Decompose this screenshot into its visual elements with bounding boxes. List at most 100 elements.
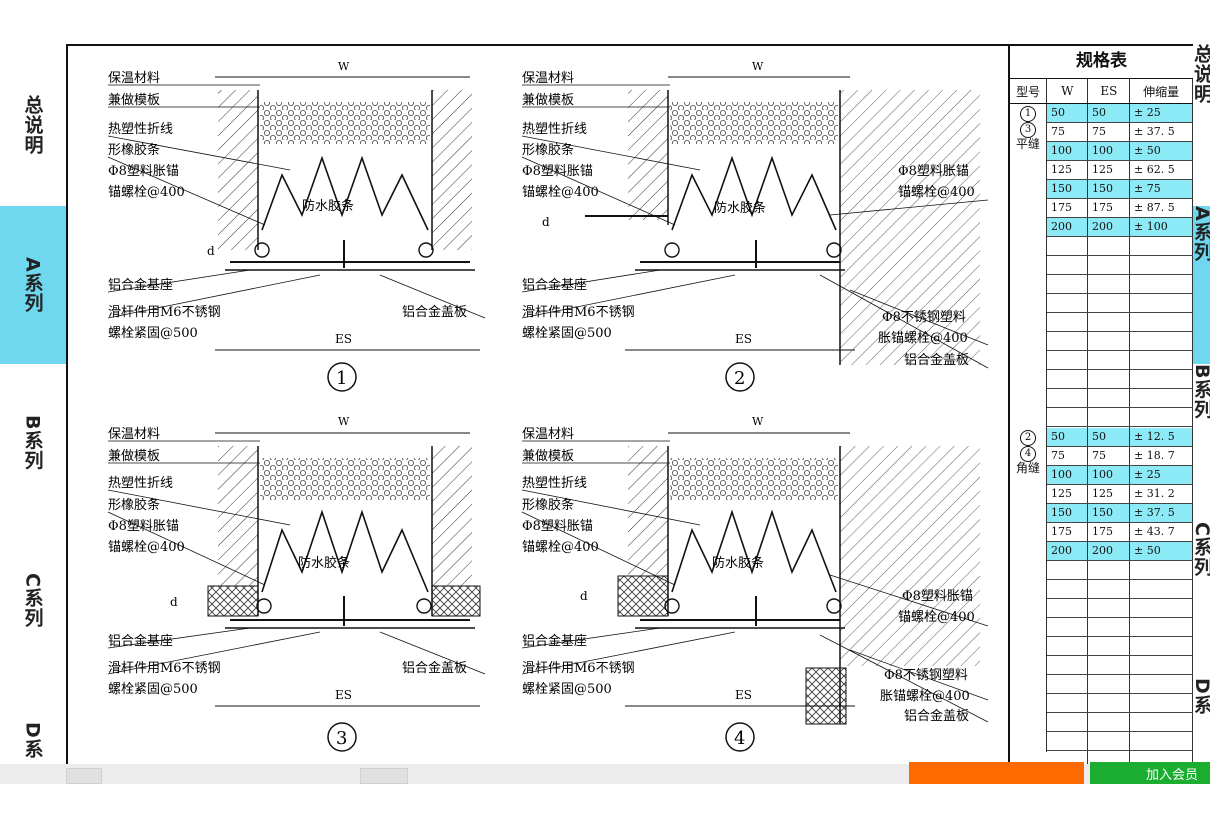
- dim-w: W: [752, 415, 764, 428]
- tab-a-series[interactable]: A系列: [0, 206, 66, 364]
- table-cell: [1088, 389, 1130, 407]
- label-cover: 铝合金盖板: [904, 352, 969, 368]
- table-cell: ± 18. 7: [1130, 447, 1193, 465]
- spec-group-number: 4: [1020, 446, 1036, 462]
- table-cell: 200: [1047, 218, 1088, 236]
- label-ss-anchor-2: 胀锚螺栓@400: [880, 689, 970, 704]
- table-cell: [1088, 275, 1130, 293]
- label-anchor-bolt: 锚螺栓@400: [522, 540, 599, 555]
- label-slider-1: 滑杆件用M6不锈钢: [522, 661, 635, 676]
- dim-w: W: [338, 60, 350, 73]
- label-cover: 铝合金盖板: [402, 660, 467, 676]
- table-cell: [1047, 599, 1088, 617]
- spec-divider: [1046, 428, 1047, 752]
- tab-c-series[interactable]: C系列: [21, 572, 44, 628]
- detail-drawings: W ES d 保温材料 兼做模板 热塑性折线 形橡胶条 Φ8塑料胀锚 锚螺栓@4…: [107, 60, 989, 752]
- table-cell: [1130, 389, 1193, 407]
- table-cell: [1130, 580, 1193, 598]
- table-cell: ± 62. 5: [1130, 161, 1193, 179]
- table-cell: 175: [1088, 199, 1130, 217]
- footer-control[interactable]: [66, 768, 102, 784]
- table-cell: 175: [1088, 523, 1130, 541]
- label-insulation: 保温材料: [522, 427, 574, 442]
- label-anchor-bolt-right: 锚螺栓@400: [898, 185, 975, 200]
- table-cell: [1088, 732, 1130, 750]
- label-ss-anchor-2: 胀锚螺栓@400: [878, 331, 968, 346]
- download-button[interactable]: [909, 762, 1084, 784]
- table-row-empty: [1047, 675, 1193, 694]
- right-section-tabs: 总说明 A系列 B系列 C系列 D系: [1193, 44, 1210, 784]
- table-cell: [1088, 637, 1130, 655]
- dim-d: d: [207, 244, 215, 258]
- drawing-sheet: [66, 44, 1193, 784]
- label-waterproof: 防水胶条: [712, 555, 764, 571]
- table-row-empty: [1047, 732, 1193, 751]
- label-formwork: 兼做模板: [108, 93, 160, 108]
- table-row-empty: [1047, 637, 1193, 656]
- table-cell: ± 87. 5: [1130, 199, 1193, 217]
- detail-number: 2: [734, 368, 745, 389]
- table-cell: [1047, 675, 1088, 693]
- tab-b-series[interactable]: B系列: [21, 415, 44, 471]
- table-cell: 125: [1088, 161, 1130, 179]
- table-cell: 125: [1047, 485, 1088, 503]
- label-insulation: 保温材料: [108, 427, 160, 442]
- spec-group-type: 角缝: [1015, 461, 1040, 475]
- join-member-button[interactable]: 加入会员: [1090, 762, 1210, 784]
- label-formwork: 兼做模板: [522, 449, 574, 464]
- label-anchor-bolt: 锚螺栓@400: [522, 185, 599, 200]
- label-fold-line: 热塑性折线: [522, 476, 587, 491]
- right-tab-b-series[interactable]: B系列: [1193, 364, 1210, 420]
- footer-control[interactable]: [360, 768, 408, 784]
- label-slider-2: 螺栓紧固@500: [522, 326, 612, 341]
- table-cell: [1088, 332, 1130, 350]
- table-cell: [1130, 370, 1193, 388]
- detail-number: 4: [734, 728, 745, 749]
- table-cell: 150: [1047, 180, 1088, 198]
- table-cell: [1088, 408, 1130, 426]
- tab-d-series[interactable]: D系: [21, 722, 44, 759]
- table-cell: 75: [1088, 447, 1130, 465]
- right-tab-c-series[interactable]: C系列: [1193, 522, 1210, 577]
- table-cell: [1130, 408, 1193, 426]
- table-cell: 150: [1088, 504, 1130, 522]
- table-cell: [1047, 561, 1088, 579]
- table-cell: [1130, 751, 1193, 769]
- right-tab-general[interactable]: 总说明: [1193, 44, 1210, 104]
- table-cell: [1088, 656, 1130, 674]
- label-anchor-right: Φ8塑料胀锚: [898, 164, 969, 179]
- label-anchor-right: Φ8塑料胀锚: [902, 589, 973, 604]
- table-cell: [1088, 313, 1130, 331]
- table-cell: ± 100: [1130, 218, 1193, 236]
- spec-group-number: 1: [1020, 106, 1036, 122]
- right-tab-a-series[interactable]: A系列: [1193, 206, 1210, 364]
- right-tab-d-series[interactable]: D系: [1193, 678, 1210, 715]
- dim-es: ES: [335, 688, 352, 702]
- table-cell: 100: [1047, 466, 1088, 484]
- table-cell: [1047, 656, 1088, 674]
- table-row-empty: [1047, 313, 1193, 332]
- table-cell: ± 25: [1130, 466, 1193, 484]
- table-cell: [1047, 370, 1088, 388]
- table-cell: [1047, 237, 1088, 255]
- table-cell: [1047, 694, 1088, 712]
- label-anchor: Φ8塑料胀锚: [108, 164, 179, 179]
- label-rubber-strip: 形橡胶条: [108, 497, 160, 513]
- table-cell: [1088, 675, 1130, 693]
- table-cell: ± 12. 5: [1130, 428, 1193, 446]
- label-formwork: 兼做模板: [108, 449, 160, 464]
- table-row-empty: [1047, 332, 1193, 351]
- tab-general[interactable]: 总说明: [21, 95, 44, 155]
